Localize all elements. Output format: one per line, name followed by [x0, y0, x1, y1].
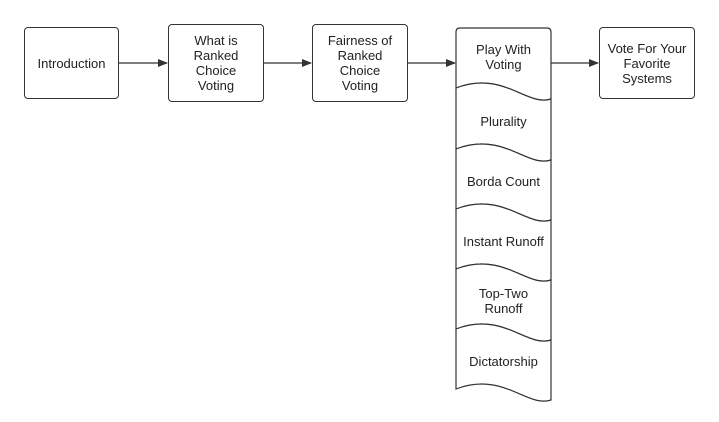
play-item-borda-count: Borda Count	[467, 173, 540, 189]
step-vote-favorite: Vote For Your Favorite Systems	[599, 27, 695, 99]
play-item-instant-runoff: Instant Runoff	[463, 233, 544, 249]
play-item-plurality: Plurality	[480, 113, 527, 129]
play-doc-dictatorship-shape	[455, 323, 552, 402]
play-document-stack	[455, 27, 552, 402]
step-fairness-rcv: Fairness of Ranked Choice Voting	[312, 24, 408, 102]
step-introduction: Introduction	[24, 27, 119, 99]
step-what-is-rcv: What is Ranked Choice Voting	[168, 24, 264, 102]
play-item-top-two-runoff: Top-Two Runoff	[478, 286, 529, 316]
play-item-dictatorship: Dictatorship	[469, 353, 538, 369]
play-header-label: Play With Voting	[476, 42, 531, 72]
